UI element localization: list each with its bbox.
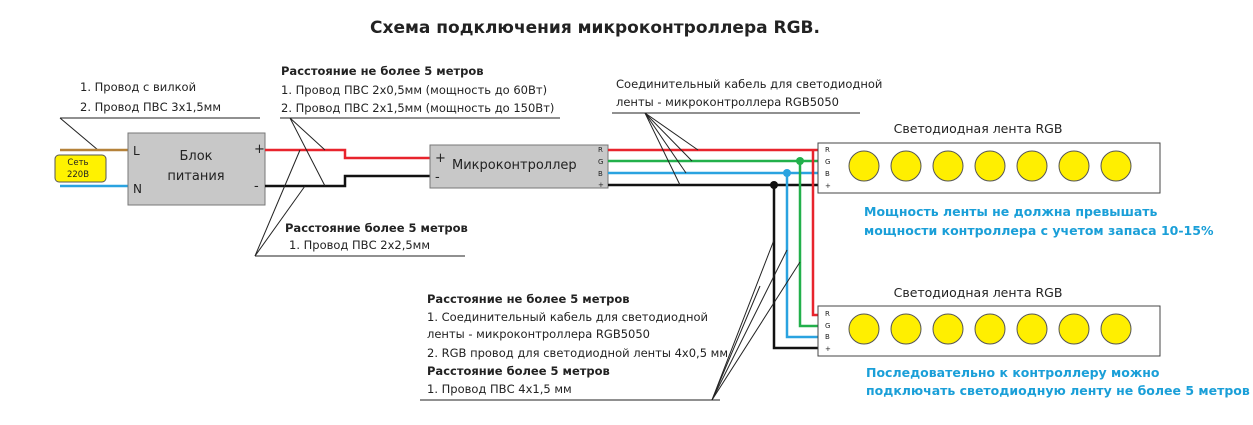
mains-badge-line2: 220В [67,170,89,180]
mains-item-2: 2. Провод ПВС 3х1,5мм [80,100,221,114]
strip-wiring-pointer-c [711,261,801,401]
power-supply-plus: + [254,142,265,157]
controller-pin-plus: + [598,181,604,189]
controller-box [429,144,609,189]
controller-cable-line1: Соединительный кабель для светодиодной [616,77,882,91]
wiring-long-item-1: 1. Провод ПВС 2х2,5мм [289,238,430,252]
strip1-pin-b: B [825,170,830,178]
strip-wiring-pointer-d [711,285,761,401]
controller-cable-pointer-a [644,112,699,151]
note2-line1: Последовательно к контроллеру можно [866,365,1160,380]
wiring-short-pointer-a [289,117,326,151]
note2-line2: подключать светодиодную ленту не более 5… [866,383,1250,398]
controller-plus: + [435,151,446,166]
strip-wiring-long-line1: 1. Провод ПВС 4х1,5 мм [427,382,572,396]
branch-wire-red [811,150,818,317]
controller-cable-line2: ленты - микроконтроллера RGB5050 [616,95,839,109]
power-supply-label-line1: Блок [179,149,212,164]
strip-wiring-short-line2: ленты - микроконтроллера RGB5050 [427,327,650,341]
power-supply-terminal-l: L [133,144,140,158]
controller-pin-b: B [598,170,603,178]
strip2-title: Светодиодная лента RGB [894,285,1063,300]
wiring-long-heading: Расстояние более 5 метров [285,221,468,235]
psu-wire-positive [265,148,430,160]
mains-badge-line1: Сеть [67,158,88,168]
strip2-led [1016,313,1048,345]
power-supply-minus: - [254,179,259,194]
strip2-led [1058,313,1090,345]
strip2-led [1100,313,1132,345]
strip2-pin-r: R [825,310,830,318]
strip-wiring-heading-long: Расстояние более 5 метров [427,364,610,378]
strip-wiring-pointer-b [711,249,788,401]
strip1-led [1100,150,1132,182]
strip1-led [848,150,880,182]
strip1-led [932,150,964,182]
controller-pin-g: G [598,158,603,166]
wiring-short-item-2: 2. Провод ПВС 2х1,5мм (мощность до 150Вт… [281,101,554,115]
strip2-leds [848,313,1132,345]
psu-wire-negative [265,174,430,188]
controller-minus: - [435,170,440,185]
strip1-leds [848,150,1132,182]
wiring-long-pointer-a [254,149,301,257]
wiring-long-pointer-b [254,185,306,257]
strip2-led [932,313,964,345]
strip2-led [890,313,922,345]
strip2-led [974,313,1006,345]
power-supply-box [127,132,266,206]
controller-cable-pointer-c [644,112,687,174]
strip-wiring-short-line1: 1. Соединительный кабель для светодиодно… [427,310,708,324]
power-supply-terminal-n: N [133,182,142,196]
strip1-pin-g: G [825,158,830,166]
branch-wire-blue [785,173,818,339]
strip2-pin-b: B [825,333,830,341]
wiring-short-item-1: 1. Провод ПВС 2х0,5мм (мощность до 60Вт) [281,83,547,97]
strip-wiring-heading-short: Расстояние не более 5 метров [427,292,630,306]
mains-item-1: 1. Провод с вилкой [80,80,196,94]
diagram-title: Схема подключения микроконтроллера RGB. [370,18,820,38]
strip1-led [974,150,1006,182]
mains-pointer [59,117,99,151]
strip1-pin-plus: + [825,182,831,190]
strip1-led [1016,150,1048,182]
controller-cable-pointer-d [644,112,681,186]
strip-wiring-pointer-a [711,239,775,401]
wiring-short-pointer-b [289,117,326,187]
strip1-pin-r: R [825,146,830,154]
controller-cable-pointer-b [644,112,693,162]
controller-pin-r: R [598,146,603,154]
strip1-title: Светодиодная лента RGB [894,121,1063,136]
note1-line2: мощности контроллера с учетом запаса 10-… [864,223,1214,238]
power-supply-label-line2: питания [167,169,224,184]
strip1-led [890,150,922,182]
strip2-pin-g: G [825,322,830,330]
strip2-led [848,313,880,345]
note1-line1: Мощность ленты не должна превышать [864,204,1158,219]
strip1-led [1058,150,1090,182]
wiring-short-heading: Расстояние не более 5 метров [281,64,484,78]
strip2-pin-plus: + [825,345,831,353]
mains-badge [54,154,107,183]
branch-wire-green [798,161,818,328]
strip-wiring-short-line3: 2. RGB провод для светодиодной ленты 4х0… [427,346,728,360]
controller-label: Микроконтроллер [452,158,577,173]
branch-wire-plus [772,185,818,350]
